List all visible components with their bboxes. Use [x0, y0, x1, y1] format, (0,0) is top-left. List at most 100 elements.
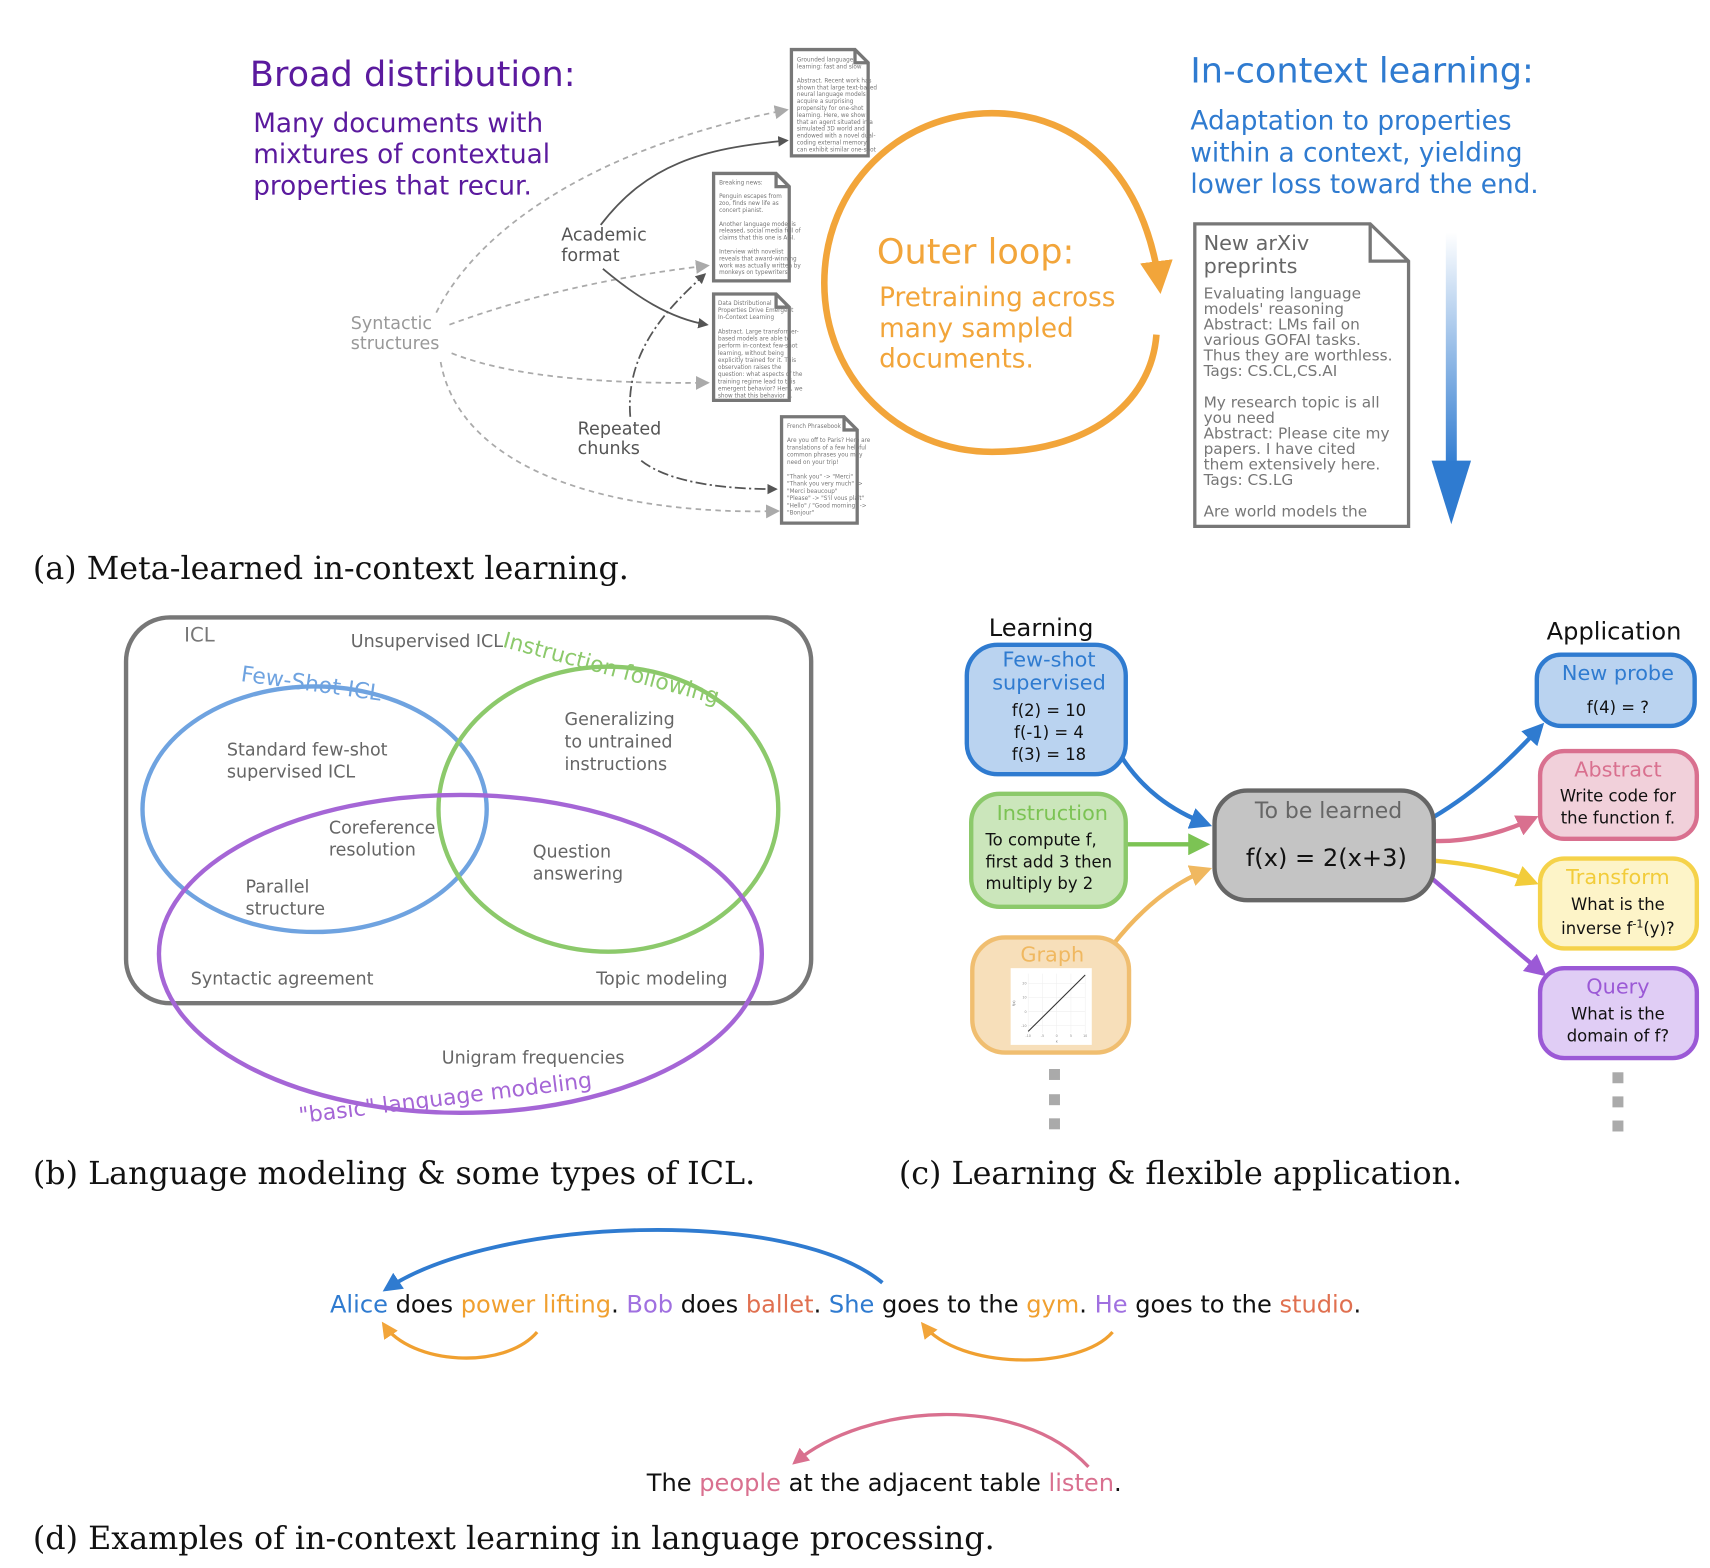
text-line: Few-shot [1002, 648, 1095, 672]
text-line: common phrases you may [787, 453, 863, 459]
word: The [646, 1469, 700, 1497]
word: . [1079, 1290, 1094, 1318]
few-shot-icl-ellipse [140, 684, 489, 935]
basic-lm-label: "basic" language modeling [297, 1068, 593, 1129]
text-line: What is the [1571, 1005, 1665, 1024]
text-line: acquire a surprising [797, 99, 854, 105]
text-line: My research topic is all [1204, 393, 1380, 411]
unigram-frequencies-item: Unigram frequencies [442, 1049, 625, 1069]
text-line: Academic [561, 225, 647, 245]
listen-people-arrow [792, 1412, 1090, 1469]
text-line [719, 243, 721, 249]
text-line: Adaptation to properties [1190, 107, 1511, 137]
icl-label: ICL [184, 623, 215, 646]
transform-text-line2: inverse f-1(y)? [1561, 918, 1674, 939]
y-tick-label: -10 [1021, 1024, 1026, 1028]
text-line: question: what aspects of the [718, 372, 803, 378]
graph-title: Graph [1020, 943, 1084, 967]
text-line: f(-1) = 4 [1014, 723, 1084, 742]
gym-she-arrow [920, 1321, 1114, 1362]
text-line: papers. I have cited [1204, 440, 1356, 458]
document-text: French Phrasebook Are you off to Paris? … [787, 424, 871, 517]
unsupervised-icl-label: Unsupervised ICL [351, 632, 503, 652]
text-line: learning: fast and slow [797, 65, 862, 71]
text-line: various GOFAI tasks. [1204, 331, 1361, 349]
word: Bob [626, 1290, 673, 1318]
text-line: Data Distributional [718, 301, 772, 307]
loss-decrease-arrow-head [1431, 460, 1472, 525]
y-tick-label: 20 [1022, 982, 1026, 986]
center-to-query-arrow [1429, 875, 1547, 977]
text-line: In-Context Learning [718, 315, 775, 321]
icl-region [123, 615, 814, 1006]
text-line: learning, without being [718, 351, 784, 357]
transform-title: Transform [1565, 865, 1670, 889]
word: does [388, 1290, 461, 1318]
x-tick-label: -10 [1026, 1034, 1031, 1038]
text-line: learning. Here, we show [797, 113, 866, 119]
text-line: "Thank you very much" -> [787, 482, 863, 488]
text-line: many sampled [879, 314, 1074, 344]
new-probe-box: New probe f(4) = ? [1534, 652, 1697, 729]
text-line: multiply by 2 [985, 874, 1093, 893]
text-line: Abstract: LMs fail on [1204, 316, 1360, 334]
application-heading: Application [1547, 617, 1682, 645]
word: Alice [330, 1290, 388, 1318]
more-learning-dots [1049, 1069, 1060, 1130]
caption-c: (c) Learning & flexible application. [899, 1156, 1462, 1192]
text-line: them extensively here. [1204, 456, 1381, 474]
syntactic-agreement-item: Syntactic agreement [191, 970, 374, 990]
word: at the adjacent table [781, 1469, 1049, 1497]
word: listen [1049, 1469, 1115, 1497]
text-line: monkeys on typewriters. [719, 270, 790, 276]
text-line: Another language model is [719, 222, 796, 228]
text-line: resolution [329, 840, 416, 860]
new-probe-title: New probe [1562, 661, 1674, 685]
instruction-box: Instruction To compute f,first add 3 the… [969, 791, 1128, 909]
text-line: propensity for one-shot [797, 106, 864, 112]
instruction-following-ellipse [436, 664, 781, 954]
text-line: concert pianist. [719, 208, 763, 214]
text-line: Write code for [1560, 787, 1676, 806]
abstract-title: Abstract [1574, 757, 1661, 781]
text-line: translations of a few helpful [787, 445, 867, 451]
text-line: New arXiv [1204, 231, 1310, 255]
loss-decrease-arrow-shaft [1445, 232, 1457, 469]
x-tick-label: -5 [1041, 1034, 1044, 1038]
text-line: perform in-context few-shot [718, 344, 798, 350]
text-line: based models are able to [718, 337, 791, 343]
word: He [1095, 1290, 1128, 1318]
word: . [1114, 1469, 1122, 1497]
text-line: answering [533, 864, 623, 884]
learning-heading: Learning [989, 614, 1094, 642]
x-tick-label: 5 [1070, 1034, 1072, 1038]
outer-loop-arrow [821, 109, 1173, 456]
syntactic-arrow-2 [449, 259, 710, 326]
center-to-probe-arrow [1432, 722, 1545, 819]
text-line: claims that this one is AGI. [719, 236, 795, 242]
text-line: Generalizing [565, 710, 675, 730]
syntactic-arrow-4 [439, 361, 781, 519]
broad-distribution-title: Broad distribution: [250, 54, 576, 95]
caption-d: (d) Examples of in-context learning in l… [33, 1521, 995, 1557]
text-line: emergent behavior? Here, we [718, 386, 803, 392]
text-line: "Hello" / "Good morning" -> [787, 503, 867, 509]
word: She [829, 1290, 874, 1318]
text-line: "Please" -> "S'il vous plaît" [787, 495, 865, 502]
y-axis-label: f(x) [1012, 1000, 1016, 1006]
